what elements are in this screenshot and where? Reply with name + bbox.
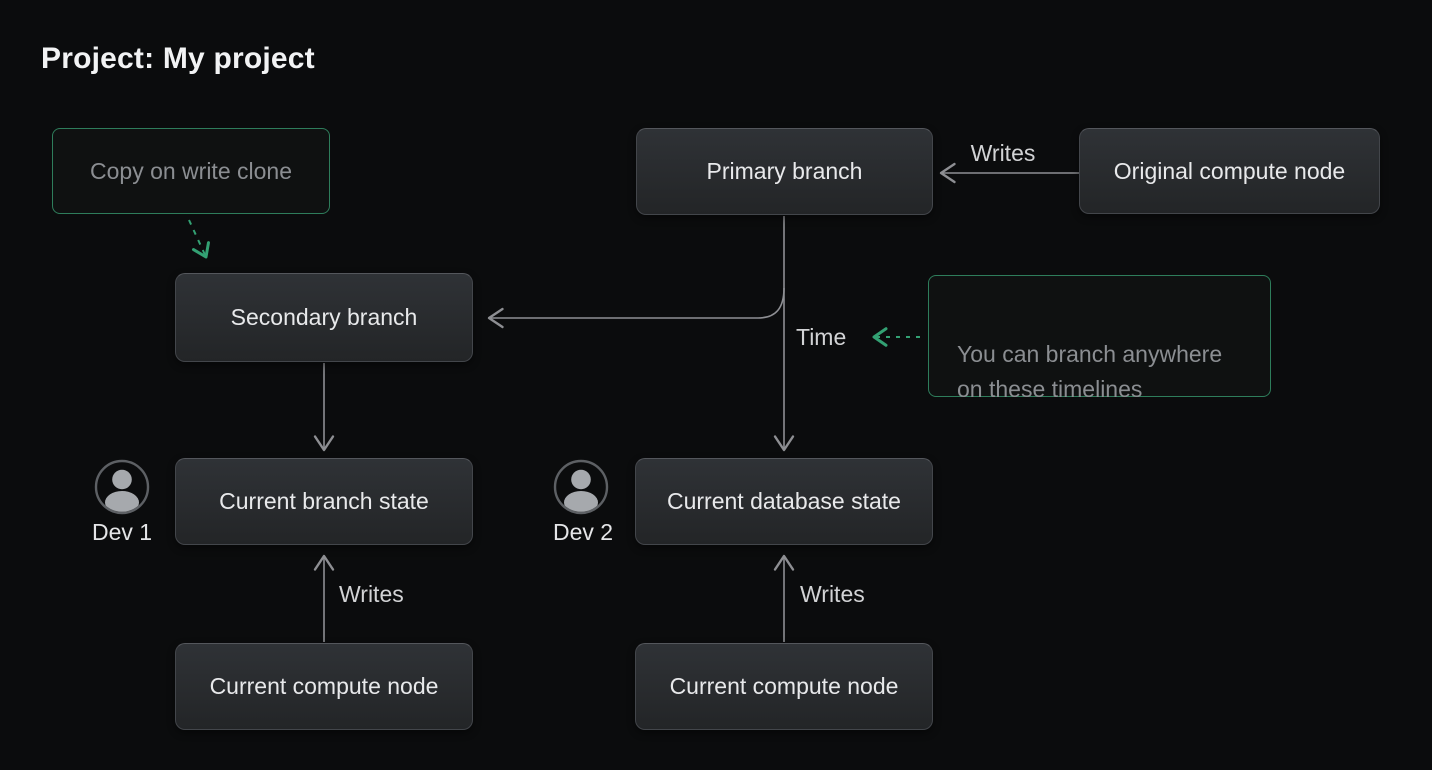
- node-current-compute-left-label: Current compute node: [209, 673, 439, 699]
- callout-branch-anywhere: You can branch anywhere on these timelin…: [928, 275, 1271, 402]
- arrow-timeline-to-secondary-branch: [487, 287, 785, 329]
- dev1-user-icon: [94, 459, 150, 515]
- arrow-clone-callout-pointer: [188, 219, 210, 259]
- dev2-user-icon: [553, 459, 609, 515]
- node-current-branch-state: Current branch state: [175, 458, 473, 545]
- node-secondary-branch: Secondary branch: [175, 273, 473, 362]
- node-original-compute-label: Original compute node: [1113, 157, 1346, 184]
- callout-copy-on-write-clone-label: Copy on write clone: [90, 157, 292, 184]
- dev2-label: Dev 2: [552, 519, 614, 545]
- node-primary-branch-label: Primary branch: [706, 158, 863, 184]
- page-title: Project: My project: [41, 42, 315, 75]
- node-current-branch-state-label: Current branch state: [219, 488, 429, 514]
- edge-label-writes-top: Writes: [970, 140, 1036, 166]
- edge-label-writes-left: Writes: [339, 581, 404, 607]
- node-current-database-state: Current database state: [635, 458, 933, 545]
- node-current-compute-left: Current compute node: [175, 643, 473, 730]
- node-current-compute-right: Current compute node: [635, 643, 933, 730]
- edge-label-time: Time: [796, 324, 847, 350]
- node-primary-branch: Primary branch: [636, 128, 933, 215]
- node-current-database-state-label: Current database state: [667, 488, 901, 514]
- node-original-compute: Original compute node: [1079, 128, 1380, 214]
- node-current-compute-right-label: Current compute node: [669, 673, 899, 699]
- dev1-label: Dev 1: [91, 519, 153, 545]
- callout-copy-on-write-clone: Copy on write clone: [52, 128, 330, 214]
- node-secondary-branch-label: Secondary branch: [230, 304, 418, 330]
- edge-label-writes-right: Writes: [800, 581, 865, 607]
- callout-branch-anywhere-label: You can branch anywhere on these timelin…: [957, 341, 1223, 402]
